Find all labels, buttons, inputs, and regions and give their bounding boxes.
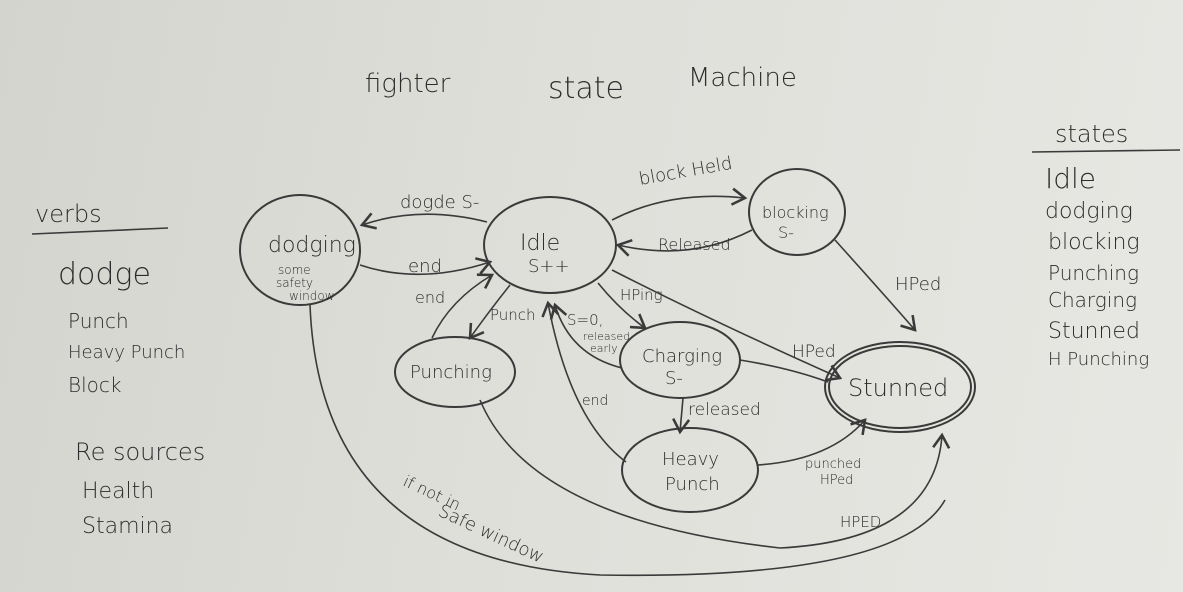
edge-blocking-to-idle: [615, 229, 753, 257]
edge-label: end: [415, 288, 445, 307]
node-heavy-punch-label: Punch: [665, 474, 720, 495]
edge-punching-to-idle: [431, 273, 495, 339]
node-heavy-punch: [621, 427, 759, 513]
node-blocking-note: S-: [778, 223, 794, 242]
node-stunned-label: Stunned: [848, 374, 948, 402]
node-dodging: [239, 194, 361, 306]
edge-label: dogde S-: [400, 192, 479, 213]
edge-label: block Held: [637, 153, 734, 190]
edge-label: Punch: [490, 306, 536, 324]
verb-item: dodge: [58, 257, 151, 292]
resources-heading: Re sources: [75, 438, 205, 466]
state-list-item: H Punching: [1048, 349, 1149, 370]
state-list-item: Stunned: [1048, 319, 1140, 344]
node-charging-label: Charging: [642, 346, 722, 367]
edge-charging-to-stunned: [739, 359, 829, 383]
verbs-heading: verbs: [35, 200, 102, 228]
edge-label: punched: [805, 457, 861, 472]
edge-label: end: [408, 256, 442, 277]
state-list-item: Idle: [1045, 162, 1096, 195]
resource-item: Health: [82, 479, 154, 504]
edge-dodging-to-stunned: [309, 304, 946, 577]
edge-label: released: [583, 330, 630, 343]
states-heading: states: [1055, 120, 1128, 148]
node-charging-note: S-: [665, 368, 683, 389]
edge-label: end: [582, 393, 608, 409]
edge-heavy-to-idle: [541, 300, 627, 463]
node-punching: [394, 336, 516, 408]
node-blocking-label: blocking: [762, 203, 829, 222]
state-list-item: Punching: [1048, 261, 1139, 285]
edge-label: S=0,: [567, 311, 603, 329]
edge-heavy-to-stunned: [757, 418, 867, 466]
edge-idle-to-dodging: [359, 212, 488, 230]
states-underline: [1031, 149, 1181, 153]
edge-label: HPed: [820, 473, 853, 488]
edge-dodging-to-idle: [359, 257, 493, 276]
title-fighter: fighter: [365, 69, 451, 99]
edge-idle-to-punching: [468, 284, 511, 340]
node-heavy-punch-label: Heavy: [662, 449, 719, 470]
node-idle-label: Idle: [520, 231, 560, 256]
node-punching-label: Punching: [410, 362, 492, 383]
edge-idle-to-blocking: [611, 187, 748, 221]
verb-item: Punch: [68, 309, 129, 333]
edge-label: Released: [658, 235, 731, 254]
edge-idle-to-charging: [597, 282, 647, 330]
resource-item: Stamina: [82, 514, 173, 539]
edge-label: HPed: [895, 274, 941, 295]
node-dodging-note: some: [278, 263, 311, 277]
node-stunned-inner: [828, 345, 972, 429]
edge-punching-to-stunned: [479, 399, 951, 549]
state-list-item: dodging: [1045, 199, 1133, 224]
node-dodging-note: window: [289, 289, 335, 303]
edge-label: HPed: [792, 342, 836, 362]
title-machine: Machine: [688, 63, 797, 93]
node-idle-note: S++: [528, 256, 570, 277]
edge-idle-to-stunned: [611, 269, 843, 382]
verbs-underline: [31, 227, 169, 235]
state-list-item: Charging: [1048, 288, 1137, 312]
node-dodging-note: safety: [276, 276, 313, 290]
edge-label: HPED: [840, 513, 881, 531]
node-dodging-label: dodging: [268, 233, 356, 258]
node-stunned: [824, 341, 976, 433]
node-blocking: [748, 168, 846, 256]
edge-label: early: [590, 342, 618, 355]
edge-charging-to-heavy: [672, 397, 691, 435]
verb-item: Heavy Punch: [68, 342, 185, 363]
edge-blocking-to-stunned: [834, 239, 917, 332]
title-state: state: [548, 71, 624, 106]
verb-item: Block: [68, 373, 121, 397]
state-list-item: blocking: [1048, 230, 1140, 255]
edge-label: HPing: [620, 286, 663, 304]
edge-label: released: [688, 400, 761, 420]
